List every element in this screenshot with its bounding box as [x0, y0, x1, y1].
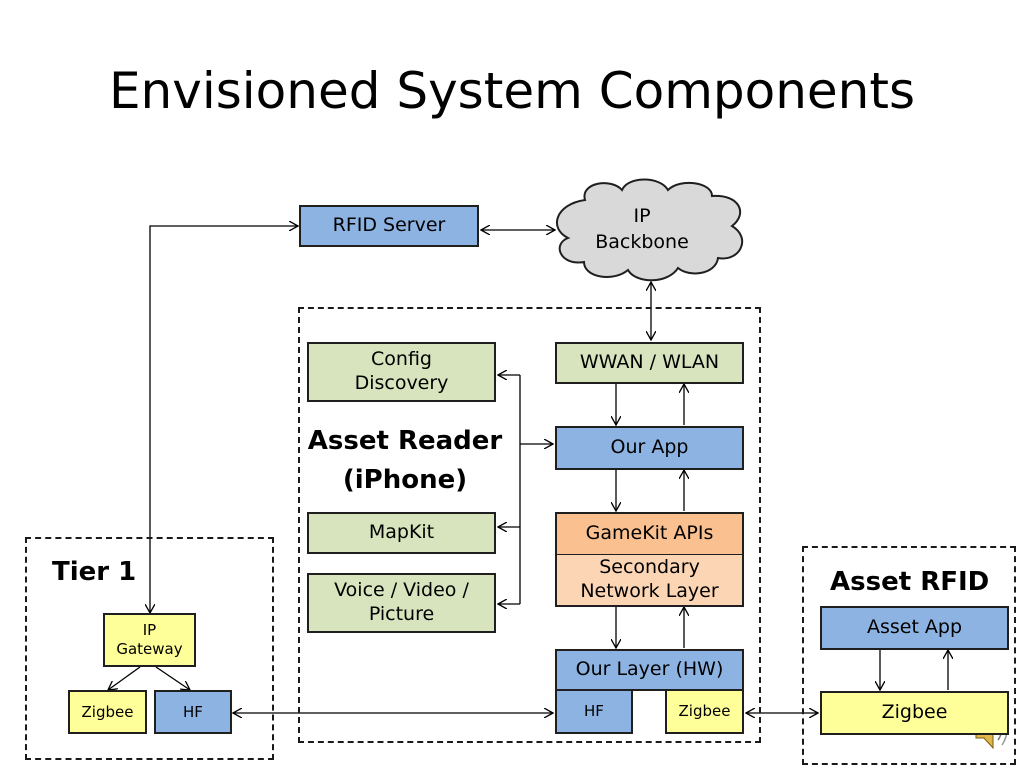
- voice-video-picture-node: Voice / Video / Picture: [307, 573, 496, 633]
- zigbee-tier1-node: Zigbee: [68, 690, 147, 734]
- asset-rfid-label: Asset RFID: [830, 567, 990, 597]
- ip-gateway-line2: Gateway: [116, 640, 183, 658]
- zigbee-reader-node: Zigbee: [665, 691, 744, 734]
- tier1-label: Tier 1: [52, 557, 137, 587]
- config-discovery-line2: Discovery: [354, 372, 449, 394]
- asset-app-node: Asset App: [820, 606, 1009, 650]
- secondary-line1: Secondary: [599, 556, 700, 579]
- our-layer-hw-node: Our Layer (HW): [555, 649, 744, 691]
- ip-backbone-label: IP Backbone: [582, 204, 702, 255]
- wwan-wlan-node: WWAN / WLAN: [555, 342, 744, 384]
- rfid-server-node: RFID Server: [299, 205, 479, 247]
- gamekit-apis-node: GameKit APIs: [555, 512, 744, 554]
- our-app-node: Our App: [555, 426, 744, 470]
- zigbee-asset-node: Zigbee: [820, 691, 1009, 735]
- link-gateway-zigbee: [108, 666, 141, 690]
- mapkit-node: MapKit: [307, 512, 496, 554]
- secondary-network-layer-node: Secondary Network Layer: [555, 554, 744, 607]
- asset-reader-line2: (iPhone): [342, 465, 468, 495]
- ip-gateway-line1: IP: [142, 620, 157, 639]
- ip-backbone-line1: IP: [633, 205, 651, 227]
- ip-backbone-cloud: [556, 178, 744, 282]
- tier1-zone: [25, 537, 274, 760]
- voice-video-line1: Voice / Video /: [334, 579, 469, 602]
- asset-reader-zone: [298, 307, 761, 743]
- hf-reader-node: HF: [555, 691, 633, 734]
- asset-rfid-zone: [802, 546, 1016, 765]
- config-discovery-line1: Config: [371, 348, 432, 371]
- page-title: Envisioned System Components: [108, 62, 916, 120]
- secondary-line2: Network Layer: [580, 580, 719, 602]
- link-gateway-hf: [155, 666, 190, 690]
- config-discovery-node: Config Discovery: [307, 342, 496, 402]
- asset-reader-line1: Asset Reader: [307, 426, 503, 456]
- voice-video-line2: Picture: [368, 603, 435, 625]
- asset-reader-label: Asset Reader (iPhone): [305, 422, 505, 500]
- link-server-gateway: [150, 226, 298, 613]
- hf-tier1-node: HF: [154, 690, 232, 734]
- ip-gateway-node: IP Gateway: [103, 613, 196, 667]
- ip-backbone-line2: Backbone: [595, 230, 689, 253]
